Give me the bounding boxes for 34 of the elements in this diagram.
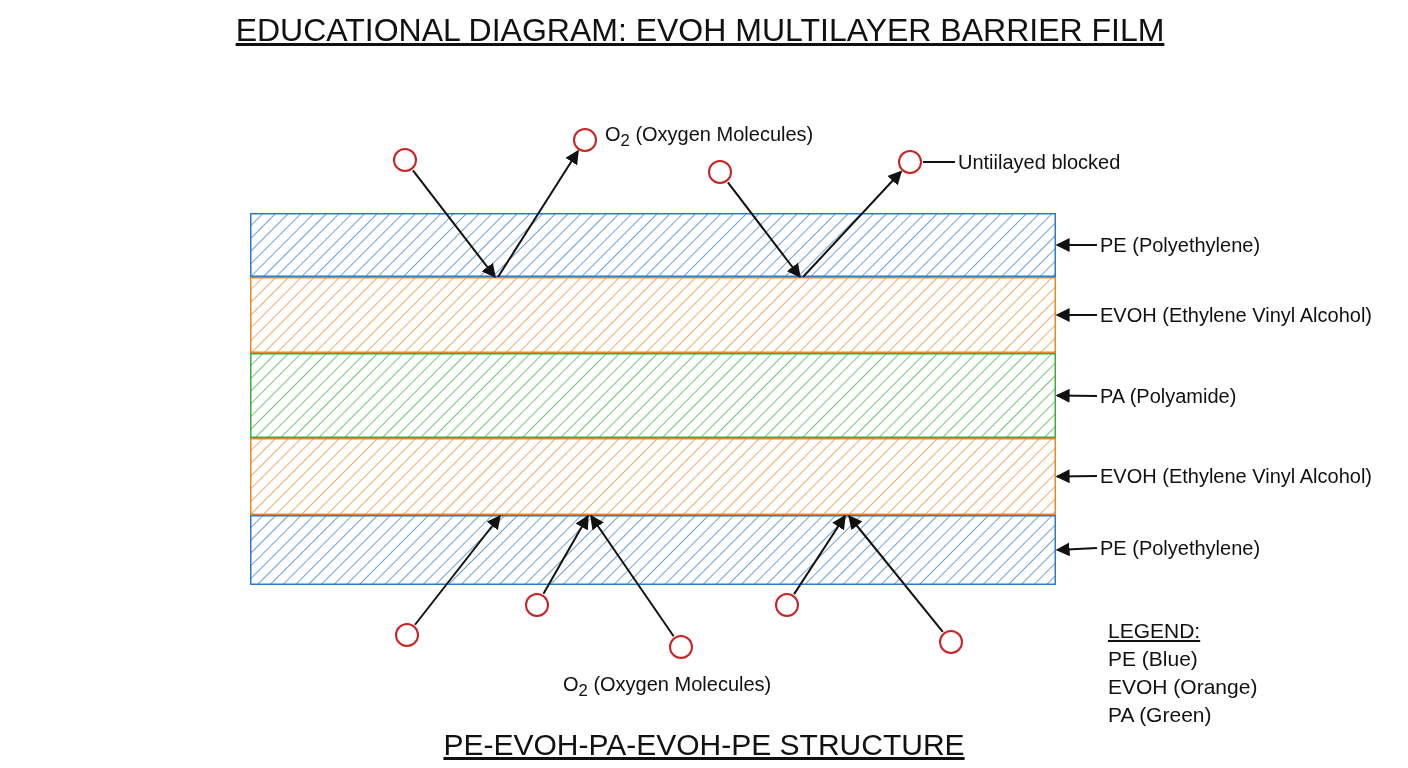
film-layer [250,213,1056,277]
film-layer [250,515,1056,585]
leader-line [922,161,956,163]
layer-label: PE (Polyethylene) [1100,232,1261,258]
layer-label: EVOH (Ethylene Vinyl Alcohol) [1100,302,1372,328]
molecule-label: O$_{2}$ (Oxygen Molecules) [563,672,772,702]
leader-line [1055,542,1098,557]
film-layer [250,438,1056,515]
oxygen-molecule [939,630,963,654]
legend-entry: PE (Blue) [1108,646,1198,672]
legend-entry: EVOH (Orange) [1108,674,1258,700]
diagram-title: EDUCATIONAL DIAGRAM: EVOH MULTILAYER BARRIER FILM [235,11,1165,50]
leader-line [1055,388,1098,403]
layer-label: PE (Polyethylene) [1100,535,1261,561]
molecule-label: O$_{2}$ (Oxygen Molecules) [605,122,814,152]
oxygen-molecule [393,148,417,172]
leader-line [1055,308,1098,322]
legend-entry: PA (Green) [1108,702,1212,728]
film-layer [250,353,1056,438]
oxygen-molecule [395,623,419,647]
oxygen-molecule [573,128,597,152]
film-layer [250,277,1056,353]
oxygen-molecule [898,150,922,174]
leader-line [1055,238,1098,252]
oxygen-molecule [669,635,693,659]
layer-label: EVOH (Ethylene Vinyl Alcohol) [1100,463,1372,489]
layer-label: PA (Polyamide) [1100,383,1237,409]
legend-heading: LEGEND: [1108,618,1201,644]
oxygen-molecule [775,593,799,617]
annotation-text: Untiilayed blocked [958,149,1121,175]
oxygen-molecule [708,160,732,184]
oxygen-molecule [525,593,549,617]
leader-line [1055,469,1098,484]
diagram-caption: PE-EVOH-PA-EVOH-PE STRUCTURE [443,727,965,763]
